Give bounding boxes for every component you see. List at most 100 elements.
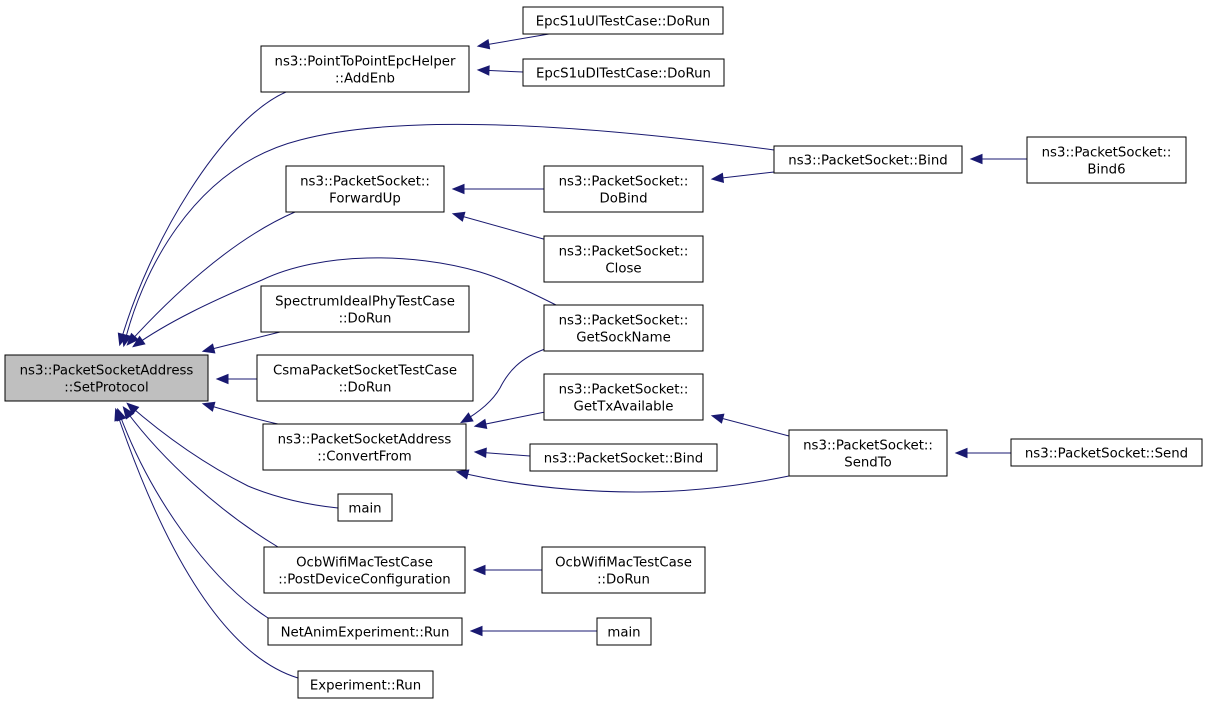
node-psa-convertfrom[interactable]: ns3::PacketSocketAddress::ConvertFrom — [262, 423, 467, 471]
node-epc-dl[interactable]: EpcS1uDlTestCase::DoRun — [522, 58, 725, 87]
node-label-line: CsmaPacketSocketTestCase — [273, 364, 457, 379]
edge-ps_sendto-to-psa_convertfrom — [455, 469, 790, 493]
edge-arrowhead — [215, 373, 229, 385]
edge-ps_close-to-ps_forwardup — [451, 211, 548, 241]
node-main1[interactable]: main — [337, 493, 393, 522]
node-label-line: ns3::PacketSocketAddress — [20, 364, 194, 379]
node-label-line: EpcS1uDlTestCase::DoRun — [536, 67, 711, 82]
edge-epc_dl-to-p2p_addenb — [476, 65, 524, 76]
node-label-line: main — [348, 502, 381, 517]
node-label-line: ::ConvertFrom — [317, 450, 411, 465]
node-spectrum[interactable]: SpectrumIdealPhyTestCase::DoRun — [260, 285, 470, 333]
node-label-line: Close — [605, 262, 641, 277]
edge-arrowhead — [710, 172, 725, 184]
node-box — [1010, 438, 1203, 467]
edge-arrowhead — [459, 412, 474, 424]
edge-line — [203, 331, 281, 352]
node-box — [337, 493, 393, 522]
edge-csma-to-root — [215, 373, 257, 385]
node-label-line: ::DoRun — [339, 381, 392, 396]
node-box — [267, 617, 463, 646]
node-box — [256, 354, 474, 402]
edge-arrowhead — [121, 333, 132, 348]
edge-arrowhead — [954, 447, 968, 459]
edge-ps_gettx-to-psa_convertfrom — [473, 411, 546, 430]
node-ps-forwardup[interactable]: ns3::PacketSocket::ForwardUp — [285, 165, 445, 213]
edges-layer — [114, 33, 1027, 679]
node-label-line: ns3::PacketSocket::Bind — [544, 452, 703, 467]
edge-line — [127, 403, 339, 509]
node-ps-close[interactable]: ns3::PacketSocket::Close — [543, 235, 704, 283]
node-box — [263, 546, 466, 594]
edge-arrowhead — [201, 343, 216, 354]
node-box — [543, 373, 704, 421]
edge-line — [457, 471, 790, 493]
edge-ps_bind-to-ps_dobind — [710, 171, 775, 184]
edge-main2-to-netanim — [469, 625, 597, 637]
edge-arrowhead — [473, 418, 488, 430]
edge-arrowhead — [122, 406, 135, 420]
edge-line — [461, 348, 546, 423]
node-label-line: EpcS1uUlTestCase::DoRun — [536, 15, 710, 30]
node-label-line: DoBind — [599, 192, 647, 207]
edge-psa_convertfrom-to-root — [201, 401, 279, 425]
node-netanim[interactable]: NetAnimExperiment::Run — [267, 617, 463, 646]
node-label-line: ns3::PacketSocket:: — [559, 314, 689, 329]
edge-line — [127, 211, 296, 345]
edge-ps_bind6-to-ps_bind — [969, 153, 1027, 165]
node-csma[interactable]: CsmaPacketSocketTestCase::DoRun — [256, 354, 474, 402]
edge-line — [478, 33, 550, 47]
edge-arrowhead — [455, 469, 470, 480]
edge-ocb_pdc-to-root — [122, 406, 279, 548]
edge-arrowhead — [132, 335, 146, 348]
node-label-line: ::SetProtocol — [64, 381, 148, 396]
node-ps-dobind[interactable]: ns3::PacketSocket::DoBind — [543, 165, 704, 213]
node-ocb-pdc[interactable]: OcbWifiMacTestCase::PostDeviceConfigurat… — [263, 546, 466, 594]
edge-ps_getsockname-to-root — [132, 257, 557, 348]
edge-arrowhead — [476, 65, 490, 76]
node-root[interactable]: ns3::PacketSocketAddress::SetProtocol — [4, 354, 209, 402]
edge-ps_send-to-ps_sendto — [954, 447, 1011, 459]
edge-epc_ul-to-p2p_addenb — [476, 33, 550, 50]
node-label-line: ns3::PacketSocketAddress — [278, 433, 452, 448]
edge-arrowhead — [710, 413, 725, 424]
edge-arrowhead — [451, 183, 465, 195]
node-label-line: OcbWifiMacTestCase — [555, 556, 692, 571]
node-label-line: ns3::PacketSocket:: — [300, 175, 430, 190]
node-label-line: NetAnimExperiment::Run — [281, 626, 450, 641]
node-label-line: ns3::PacketSocket::Send — [1025, 447, 1188, 462]
edge-experiment-to-root — [114, 407, 299, 679]
node-box — [543, 165, 704, 213]
node-ps-gettx[interactable]: ns3::PacketSocket::GetTxAvailable — [543, 373, 704, 421]
node-label-line: SpectrumIdealPhyTestCase — [275, 295, 455, 310]
node-label-line: ns3::PacketSocket:: — [803, 439, 933, 454]
edge-ps_sendto-to-ps_gettx — [710, 413, 790, 437]
node-box — [522, 6, 724, 35]
node-ps-getsockname[interactable]: ns3::PacketSocket::GetSockName — [543, 304, 704, 352]
node-experiment[interactable]: Experiment::Run — [297, 670, 434, 699]
edge-line — [123, 123, 775, 346]
node-ocb-dorun[interactable]: OcbWifiMacTestCase::DoRun — [541, 546, 706, 594]
node-label-line: ::PostDeviceConfiguration — [278, 573, 450, 588]
node-label-line: ns3::PacketSocket:: — [559, 245, 689, 260]
node-box — [529, 443, 718, 472]
edge-line — [453, 213, 548, 241]
edge-line — [123, 407, 279, 548]
edge-line — [133, 257, 557, 347]
node-ps-bind-b[interactable]: ns3::PacketSocket::Bind — [529, 443, 718, 472]
edge-arrowhead — [969, 153, 983, 165]
edge-arrowhead — [451, 211, 466, 222]
nodes-layer: ns3::PacketSocketAddress::SetProtocolns3… — [4, 6, 1203, 699]
node-main2[interactable]: main — [596, 617, 652, 646]
node-epc-ul[interactable]: EpcS1uUlTestCase::DoRun — [522, 6, 724, 35]
node-box — [541, 546, 706, 594]
node-ps-send[interactable]: ns3::PacketSocket::Send — [1010, 438, 1203, 467]
edge-arrowhead — [126, 402, 140, 415]
node-p2p-addenb[interactable]: ns3::PointToPointEpcHelper::AddEnb — [260, 45, 470, 93]
node-ps-bind6[interactable]: ns3::PacketSocket::Bind6 — [1026, 136, 1187, 184]
edge-arrowhead — [469, 625, 483, 637]
node-label-line: ForwardUp — [329, 192, 401, 207]
node-ps-bind[interactable]: ns3::PacketSocket::Bind — [773, 145, 963, 174]
node-ps-sendto[interactable]: ns3::PacketSocket::SendTo — [788, 429, 948, 477]
